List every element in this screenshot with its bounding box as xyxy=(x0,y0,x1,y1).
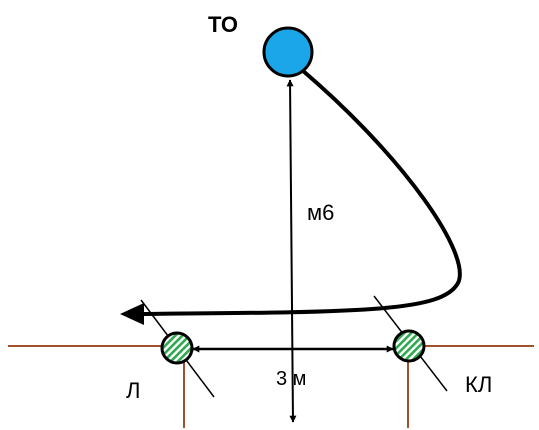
horizontal-distance-label: 3 м xyxy=(276,368,306,390)
right-post-marker xyxy=(392,329,426,363)
right-post-label: КЛ xyxy=(465,372,492,397)
ground-lines xyxy=(8,345,534,428)
vertical-distance-label: м6 xyxy=(307,200,334,225)
target-label: ТО xyxy=(208,12,238,37)
vertical-distance-arrow xyxy=(286,79,297,423)
left-post-marker xyxy=(160,331,194,365)
left-post-label: Л xyxy=(126,378,140,403)
movement-curve-arrowhead xyxy=(120,303,144,325)
movement-curve xyxy=(139,68,462,316)
target-marker xyxy=(262,26,314,78)
